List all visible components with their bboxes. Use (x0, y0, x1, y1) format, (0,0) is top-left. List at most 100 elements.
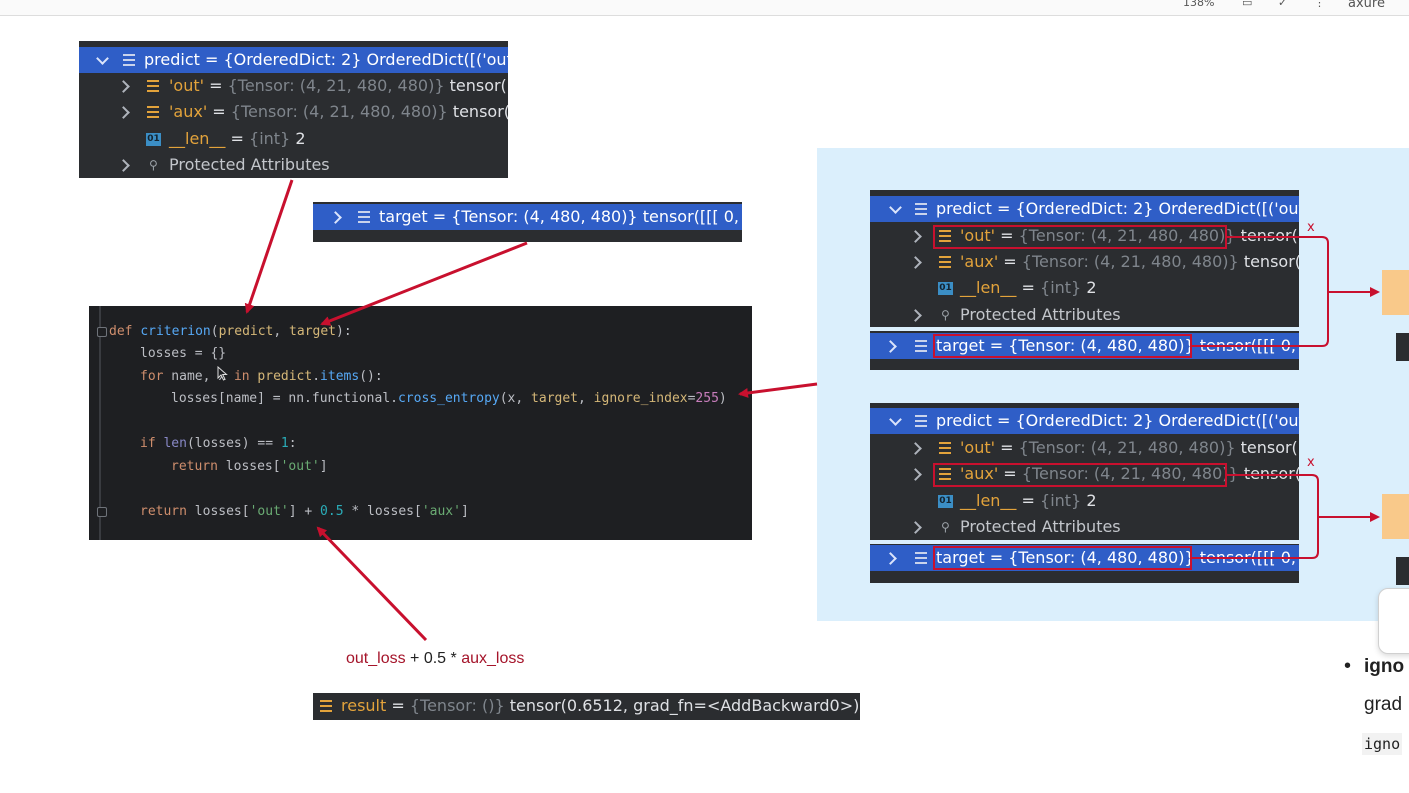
code-token: 255 (695, 391, 719, 406)
page-icon[interactable]: ▭ (1242, 0, 1253, 9)
code-token: ): (336, 324, 352, 339)
loss-caption: out_loss + 0.5 * aux_loss (346, 650, 524, 668)
zoom-level[interactable]: 138% (1183, 0, 1215, 9)
code-token: return (171, 459, 218, 474)
arrow-return (316, 526, 428, 642)
tree-row-protected[interactable]: ⚲ Protected Attributes (870, 302, 1299, 328)
tree-row-out[interactable]: 'out' = {Tensor: (4, 21, 480, 480)} tens… (870, 435, 1299, 461)
tree-row-aux[interactable]: 'aux' = {Tensor: (4, 21, 480, 480)} tens… (870, 249, 1299, 275)
row-key: 'out' (960, 438, 995, 457)
code-token: ignore_index (593, 391, 688, 406)
row-key: __len__ (169, 129, 226, 148)
code-token: * losses[ (343, 504, 422, 519)
caption-op: + 0.5 * (405, 650, 462, 667)
row-value: tensor([[ (449, 76, 508, 95)
row-type: {Tensor: (4, 21, 480, 480)} (1018, 226, 1236, 245)
row-type: {Tensor: (4, 21, 480, 480)} (230, 102, 448, 121)
code-token: losses[ (186, 504, 250, 519)
highlight-box-out (933, 225, 1227, 249)
row-value: 2 (295, 129, 306, 148)
tree-row-out[interactable]: 'out' = {Tensor: (4, 21, 480, 480)} tens… (79, 73, 508, 99)
dict-icon (915, 203, 927, 215)
side-code: igno (1362, 733, 1403, 755)
dict-icon (123, 54, 135, 66)
tree-row-result[interactable]: result = {Tensor: ()} tensor(0.6512, gra… (313, 693, 860, 719)
highlight-box-target (933, 546, 1192, 570)
code-token: = (687, 391, 696, 406)
tree-row-predict[interactable]: predict = {OrderedDict: 2} OrderedDict([… (79, 47, 508, 73)
row-text: target = {Tensor: (4, 480, 480)} tensor(… (936, 336, 1296, 355)
code-token: if (140, 436, 156, 451)
tree-row-protected[interactable]: ⚲ Protected Attributes (870, 514, 1299, 540)
code-token: return (140, 504, 187, 519)
x-mark: x (1307, 455, 1315, 470)
code-token: for (140, 369, 164, 384)
tree-row-len[interactable]: 01 __len__ = {int} 2 (146, 129, 306, 148)
int-icon: 01 (938, 495, 953, 508)
tree-row-len[interactable]: 01 __len__ = {int} 2 (938, 278, 1097, 297)
dict-icon (915, 415, 927, 427)
row-type: {Tensor: (4, 21, 480, 480)} (1018, 438, 1236, 457)
tree-row-predict[interactable]: predict = {OrderedDict: 2} OrderedDict([… (870, 408, 1299, 434)
code-token: : (288, 436, 297, 451)
tree-row-aux[interactable]: 'aux' = {Tensor: (4, 21, 480, 480)} tens… (79, 99, 508, 125)
tensor-icon (939, 468, 951, 480)
arrow-ignore-index (738, 382, 818, 398)
tree-row-out[interactable]: 'out' = {Tensor: (4, 21, 480, 480)} tens… (870, 223, 1299, 249)
tree-row-target[interactable]: target = {Tensor: (4, 480, 480)} tensor(… (870, 545, 1299, 571)
code-line-2: losses = {} (140, 346, 227, 361)
row-value: tensor(0.6512, grad_fn=<AddBackward0>) (509, 696, 860, 715)
tensor-icon (320, 700, 332, 712)
row-text: predict = {OrderedDict: 2} OrderedDict([… (936, 199, 1299, 218)
row-text: Protected Attributes (960, 305, 1121, 324)
code-token: losses[ (217, 459, 281, 474)
code-token: 0.5 (320, 504, 344, 519)
row-key: 'out' (169, 76, 204, 95)
code-token: 1 (280, 436, 289, 451)
code-token: 'out' (249, 504, 289, 519)
tensor-icon (939, 230, 951, 242)
floating-card[interactable] (1378, 588, 1409, 654)
tensor-icon (939, 442, 951, 454)
row-type: {Tensor: (4, 21, 480, 480)} (1021, 464, 1239, 483)
fold-icon[interactable] (97, 327, 107, 337)
row-text: predict = {OrderedDict: 2} OrderedDict([… (144, 50, 508, 69)
caption-out-loss: out_loss (346, 650, 406, 667)
tree-row-predict[interactable]: predict = {OrderedDict: 2} OrderedDict([… (870, 196, 1299, 222)
tree-row-aux[interactable]: 'aux' = {Tensor: (4, 21, 480, 480)} tens… (870, 461, 1299, 487)
row-key: 'aux' (960, 252, 999, 271)
code-token: cross_entropy (397, 391, 500, 406)
row-type: {Tensor: (4, 21, 480, 480)} (227, 76, 445, 95)
tree-row-len[interactable]: 01 __len__ = {int} 2 (938, 491, 1097, 510)
highlight-box-aux (933, 463, 1227, 487)
row-value: tensor([[ (1240, 226, 1299, 245)
key-icon: ⚲ (149, 158, 158, 172)
tree-row-protected[interactable]: ⚲ Protected Attributes (79, 152, 508, 178)
row-value: tensor([[ (1240, 438, 1299, 457)
bracket-out (1192, 236, 1329, 347)
row-value: tensor([[ (1243, 252, 1299, 271)
code-token: losses[name] = nn.functional. (171, 391, 398, 406)
code-token: ] (319, 459, 328, 474)
row-type: {int} (249, 129, 291, 148)
checklist-icon[interactable]: ✓ (1278, 0, 1288, 9)
code-token: ] + (288, 504, 321, 519)
panel-separator (870, 540, 1299, 544)
row-type: {int} (1040, 491, 1082, 510)
top-toolbar: 138% ▭ ✓ ⋮ axure (0, 0, 1409, 16)
code-token: ( (210, 324, 219, 339)
debugger-result-panel: result = {Tensor: ()} tensor(0.6512, gra… (313, 693, 860, 720)
code-editor[interactable]: def criterion(predict, target): losses =… (89, 306, 752, 540)
code-token: target (531, 391, 579, 406)
code-token: ) (718, 391, 727, 406)
row-key: __len__ (960, 491, 1017, 510)
tensor-icon (939, 256, 951, 268)
highlight-box-target (933, 334, 1192, 358)
int-icon: 01 (938, 282, 953, 295)
tree-row-target[interactable]: target = {Tensor: (4, 480, 480)} tensor(… (313, 204, 742, 230)
code-line-9: return losses['out'] + 0.5 * losses['aux… (140, 503, 469, 521)
more-icon[interactable]: ⋮ (1314, 0, 1325, 9)
panel-separator (870, 327, 1299, 331)
row-value: tensor([[ (452, 102, 508, 121)
fold-icon[interactable] (97, 507, 107, 517)
